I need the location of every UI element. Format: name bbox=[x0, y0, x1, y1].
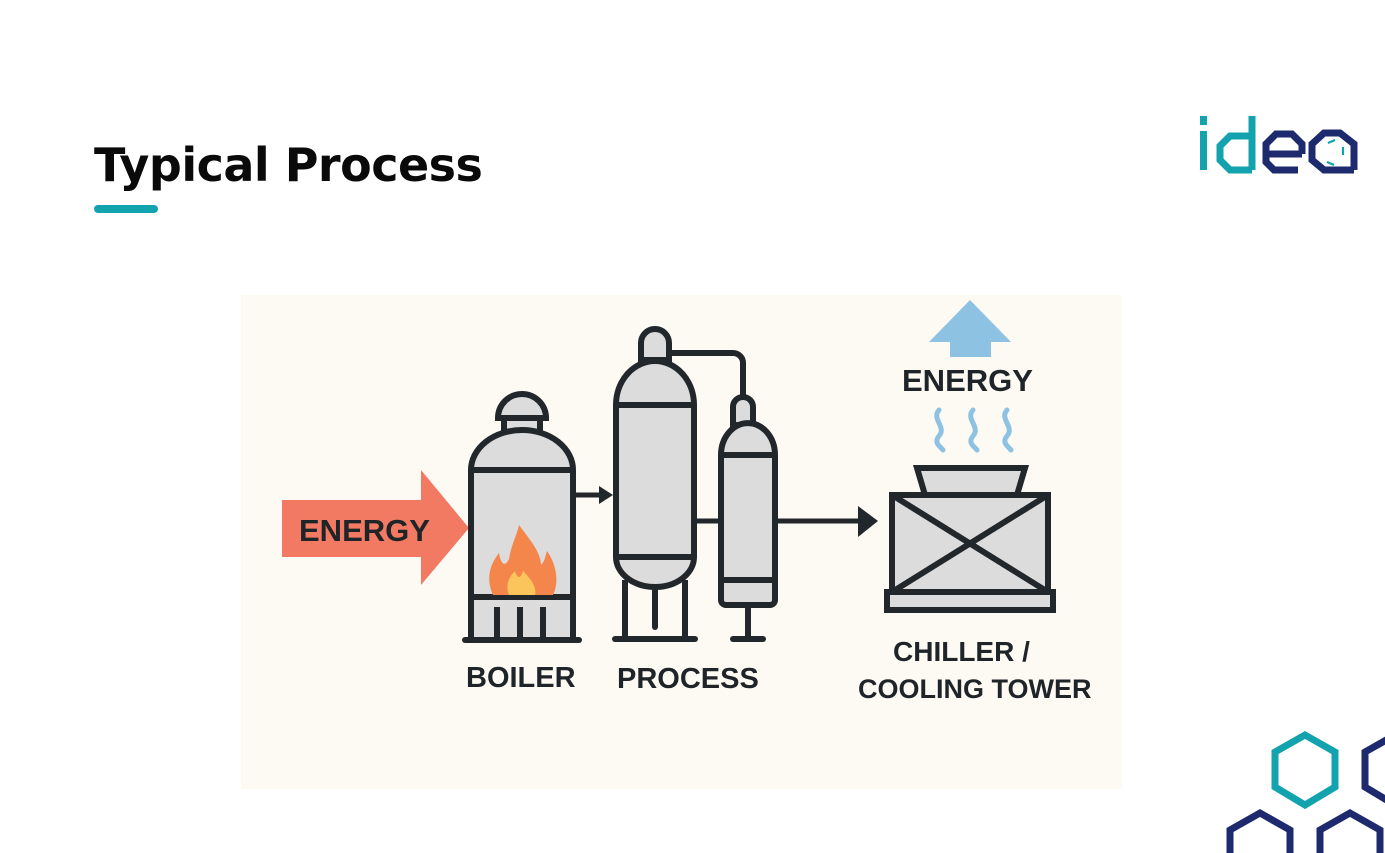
corner-hexagon-decoration bbox=[1226, 730, 1385, 853]
heat-waves-icon bbox=[934, 407, 1014, 453]
output-energy-label: ENERGY bbox=[902, 363, 1033, 398]
process-label: PROCESS bbox=[617, 663, 759, 695]
chiller-label-line2: COOLING TOWER bbox=[858, 674, 1092, 704]
output-energy-arrow: ENERGY bbox=[902, 300, 1033, 398]
process-diagram-svg: ENERGY BOILER bbox=[282, 300, 1092, 704]
process-diagram: ENERGY BOILER bbox=[241, 295, 1122, 789]
navy-hexagon-icon bbox=[1316, 808, 1384, 853]
separator-vessel-icon bbox=[718, 394, 778, 642]
boiler-label: BOILER bbox=[466, 662, 576, 694]
input-energy-arrow: ENERGY bbox=[282, 470, 469, 585]
flow-arrow-boiler-to-process bbox=[576, 486, 613, 504]
chiller-label-line1: CHILLER / bbox=[893, 636, 1030, 667]
slide-title: Typical Process bbox=[94, 138, 483, 192]
process-column-icon bbox=[612, 326, 746, 642]
flow-arrow-process-to-chiller bbox=[775, 506, 878, 537]
input-energy-label: ENERGY bbox=[299, 513, 430, 548]
logo-a bbox=[1308, 129, 1358, 174]
logo-hex-accent bbox=[1326, 138, 1345, 167]
flame-icon bbox=[489, 525, 557, 595]
boiler-icon bbox=[462, 391, 582, 643]
logo-d bbox=[1216, 116, 1256, 174]
idea-logo bbox=[1200, 116, 1358, 174]
cooling-tower-icon bbox=[884, 465, 1056, 613]
logo-e bbox=[1262, 130, 1306, 174]
title-underline-accent bbox=[94, 205, 158, 213]
teal-hexagon-icon bbox=[1271, 730, 1339, 810]
logo-i-dot bbox=[1200, 116, 1207, 125]
navy-hexagon-icon bbox=[1226, 808, 1294, 853]
navy-hexagon-icon bbox=[1361, 736, 1385, 804]
